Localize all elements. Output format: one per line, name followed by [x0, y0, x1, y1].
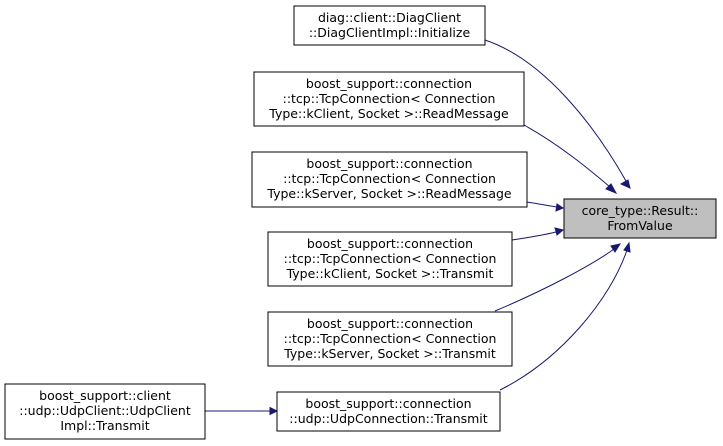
node-tcp-kserver-transmit[interactable]: boost_support::connection ::tcp::TcpConn… [267, 311, 513, 367]
edge-tcp-kserver-transmit-to-target [494, 243, 622, 312]
node-tcp-kserver-transmit-line-1: boost_support::connection [307, 316, 473, 331]
node-udp-connection-transmit[interactable]: boost_support::connection ::udp::UdpConn… [276, 391, 501, 432]
node-target-line-1: core_type::Result:: [582, 203, 699, 218]
node-udp-connection-transmit-line-2: ::udp::UdpConnection::Transmit [289, 411, 487, 426]
node-diag-initialize-line-1: diag::client::DiagClient [318, 10, 461, 25]
node-tcp-kclient-readmessage[interactable]: boost_support::connection ::tcp::TcpConn… [253, 71, 525, 127]
node-udp-connection-transmit-line-1: boost_support::connection [305, 396, 471, 411]
node-tcp-kserver-readmessage-line-3: Type::kServer, Socket >::ReadMessage [266, 186, 512, 201]
node-tcp-kclient-transmit[interactable]: boost_support::connection ::tcp::TcpConn… [267, 231, 513, 287]
edge-udp-client-impl-transmit-to-udp-connection-transmit [205, 406, 279, 416]
node-tcp-kclient-transmit-line-1: boost_support::connection [307, 236, 473, 251]
edge-udp-connection-transmit-to-target [499, 241, 631, 391]
node-diag-initialize-line-2: ::DiagClientImpl::Initialize [309, 25, 471, 40]
node-target-core-type-result-fromvalue[interactable]: core_type::Result:: FromValue [563, 198, 717, 239]
node-tcp-kclient-transmit-line-3: Type::kClient, Socket >::Transmit [286, 266, 494, 281]
node-tcp-kserver-transmit-line-3: Type::kServer, Socket >::Transmit [283, 346, 496, 361]
node-udp-client-impl-transmit-line-3: Impl::Transmit [60, 418, 149, 433]
node-tcp-kclient-readmessage-line-2: ::tcp::TcpConnection< Connection [283, 91, 496, 106]
node-tcp-kserver-transmit-line-2: ::tcp::TcpConnection< Connection [284, 331, 497, 346]
node-target-line-2: FromValue [607, 218, 673, 233]
node-tcp-kserver-readmessage-line-2: ::tcp::TcpConnection< Connection [283, 171, 496, 186]
node-udp-client-impl-transmit-line-2: ::udp::UdpClient::UdpClient [19, 403, 191, 418]
node-diag-initialize[interactable]: diag::client::DiagClient ::DiagClientImp… [293, 5, 486, 46]
node-tcp-kclient-readmessage-line-1: boost_support::connection [306, 76, 472, 91]
edge-tcp-kclient-readmessage-to-target [523, 124, 618, 194]
edge-tcp-kclient-transmit-to-target [511, 227, 565, 241]
node-tcp-kserver-readmessage[interactable]: boost_support::connection ::tcp::TcpConn… [251, 151, 528, 208]
node-udp-client-impl-transmit-line-1: boost_support::client [39, 388, 171, 403]
edge-diag-initialize-to-target [484, 39, 631, 189]
node-tcp-kclient-readmessage-line-3: Type::kClient, Socket >::ReadMessage [268, 106, 509, 121]
edge-tcp-kserver-readmessage-to-target [526, 201, 565, 212]
node-udp-client-impl-transmit[interactable]: boost_support::client ::udp::UdpClient::… [4, 383, 206, 440]
node-tcp-kclient-transmit-line-2: ::tcp::TcpConnection< Connection [284, 251, 497, 266]
node-tcp-kserver-readmessage-line-1: boost_support::connection [306, 156, 472, 171]
